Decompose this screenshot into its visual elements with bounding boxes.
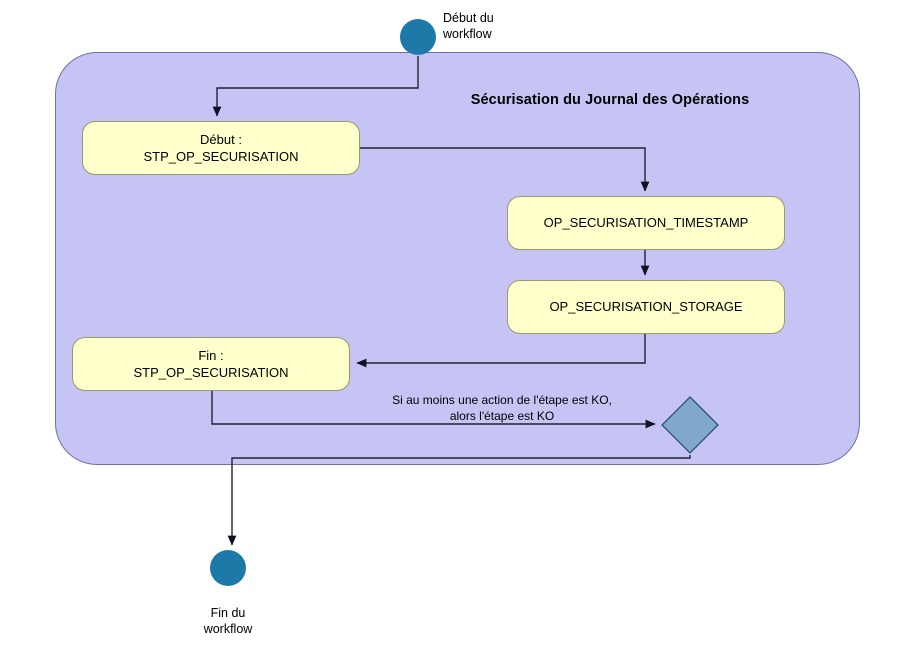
start-label-line2: workflow — [443, 27, 492, 41]
decision-diamond-node[interactable] — [661, 396, 719, 454]
edge-debut-to-timestamp — [360, 147, 650, 192]
edge-note-line2: alors l'étape est KO — [449, 409, 555, 424]
activity-node-debut[interactable]: Début : STP_OP_SECURISATION — [82, 121, 360, 175]
activity-node-storage[interactable]: OP_SECURISATION_STORAGE — [507, 280, 785, 334]
edge-fin-to-decision — [211, 391, 656, 429]
edge-storage-to-fin — [356, 334, 646, 368]
end-label-line1: Fin du — [210, 606, 246, 620]
activity-node-fin[interactable]: Fin : STP_OP_SECURISATION — [72, 337, 350, 391]
decision-edge-note: Si au moins une action de l'étape est KO… — [352, 392, 652, 424]
start-node-circle-icon — [400, 19, 436, 55]
node-fin-line2: STP_OP_SECURISATION — [133, 365, 289, 380]
end-node-label: Fin du workflow — [168, 605, 288, 637]
edge-start-to-debut — [212, 56, 419, 117]
end-node-circle-icon — [210, 550, 246, 586]
edge-decision-to-end — [227, 455, 691, 546]
node-debut-line1: Début : — [200, 131, 242, 147]
start-node-label: Début du workflow — [443, 10, 573, 42]
start-label-line1: Début du — [443, 11, 494, 25]
workflow-lane-container — [55, 52, 860, 465]
lane-title: Sécurisation du Journal des Opérations — [470, 92, 750, 108]
node-storage-line1: OP_SECURISATION_STORAGE — [549, 299, 743, 315]
node-fin-line1: Fin : — [198, 347, 224, 363]
edge-note-line1: Si au moins une action de l'étape est KO… — [392, 393, 612, 407]
activity-node-timestamp[interactable]: OP_SECURISATION_TIMESTAMP — [507, 196, 785, 250]
node-timestamp-line1: OP_SECURISATION_TIMESTAMP — [543, 215, 749, 231]
node-debut-line2: STP_OP_SECURISATION — [143, 149, 299, 164]
end-label-line2: workflow — [203, 622, 253, 636]
